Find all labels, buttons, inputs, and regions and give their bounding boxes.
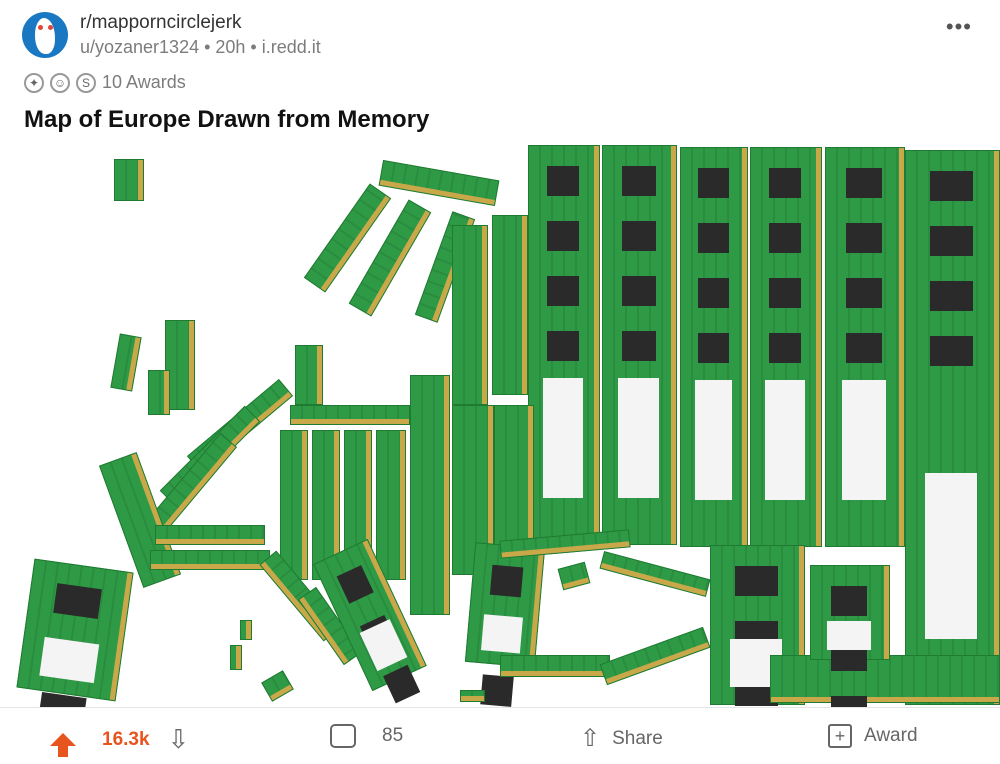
ram-stick xyxy=(110,333,142,392)
ram-stick xyxy=(452,225,488,405)
ram-stick xyxy=(240,620,252,640)
award-button[interactable]: + Award xyxy=(828,724,918,748)
ram-stick xyxy=(602,145,677,545)
downvote-arrow-icon[interactable]: ⇩ xyxy=(167,724,190,754)
ram-stick xyxy=(528,145,600,545)
ram-stick xyxy=(460,690,485,702)
more-options-button[interactable]: ••• xyxy=(945,14,972,39)
ram-stick xyxy=(230,645,242,670)
subreddit-name[interactable]: r/mapporncirclejerk xyxy=(80,12,242,33)
gift-icon: + xyxy=(828,724,852,748)
comment-icon xyxy=(330,724,356,748)
vote-group: 16.3k ⇩ xyxy=(50,724,190,757)
wholesome-award-icon: ☺ xyxy=(50,72,70,93)
ram-stick xyxy=(750,147,822,547)
ram-stick xyxy=(16,558,134,707)
ram-stick xyxy=(378,159,500,207)
share-label: Share xyxy=(612,727,663,749)
share-button[interactable]: ⇧ Share xyxy=(580,724,663,753)
ram-stick xyxy=(599,626,711,686)
ram-stick xyxy=(492,215,528,395)
vote-count: 16.3k xyxy=(102,728,150,750)
ram-stick xyxy=(464,542,546,707)
ram-stick xyxy=(905,150,1000,705)
ram-stick xyxy=(114,159,144,201)
ram-stick xyxy=(452,405,494,575)
ram-stick xyxy=(165,320,195,410)
ram-stick xyxy=(150,550,270,570)
ram-stick xyxy=(557,561,591,591)
ram-stick xyxy=(410,375,450,615)
comments-button[interactable]: 85 xyxy=(330,724,403,748)
awards-row[interactable]: ✦ ☺ S 10 Awards xyxy=(24,72,186,93)
coin-award-icon: S xyxy=(76,72,96,93)
ram-stick xyxy=(825,147,905,547)
post-image[interactable] xyxy=(0,145,1000,707)
ram-stick xyxy=(148,370,170,415)
ram-stick xyxy=(810,565,890,707)
awards-count: 10 Awards xyxy=(102,72,186,92)
ram-stick xyxy=(261,670,294,702)
ram-stick xyxy=(680,147,748,547)
post-title[interactable]: Map of Europe Drawn from Memory xyxy=(24,106,430,133)
ram-stick xyxy=(280,430,308,580)
ram-stick xyxy=(290,405,410,425)
ram-stick xyxy=(770,655,1000,703)
post-meta: u/yozaner1324 • 20h • i.redd.it xyxy=(80,37,321,57)
ram-stick xyxy=(155,525,265,545)
silver-award-icon: ✦ xyxy=(24,72,44,93)
ram-stick xyxy=(599,551,711,597)
upvote-arrow-icon[interactable] xyxy=(50,733,76,757)
action-bar: 16.3k ⇩ 85 ⇧ Share + Award xyxy=(0,707,1000,764)
ram-stick xyxy=(500,655,610,677)
subreddit-avatar[interactable] xyxy=(22,12,68,58)
ram-stick xyxy=(376,430,406,580)
ram-stick xyxy=(295,345,323,405)
comment-count: 85 xyxy=(382,725,404,746)
share-icon: ⇧ xyxy=(580,725,601,752)
award-label: Award xyxy=(864,725,918,746)
